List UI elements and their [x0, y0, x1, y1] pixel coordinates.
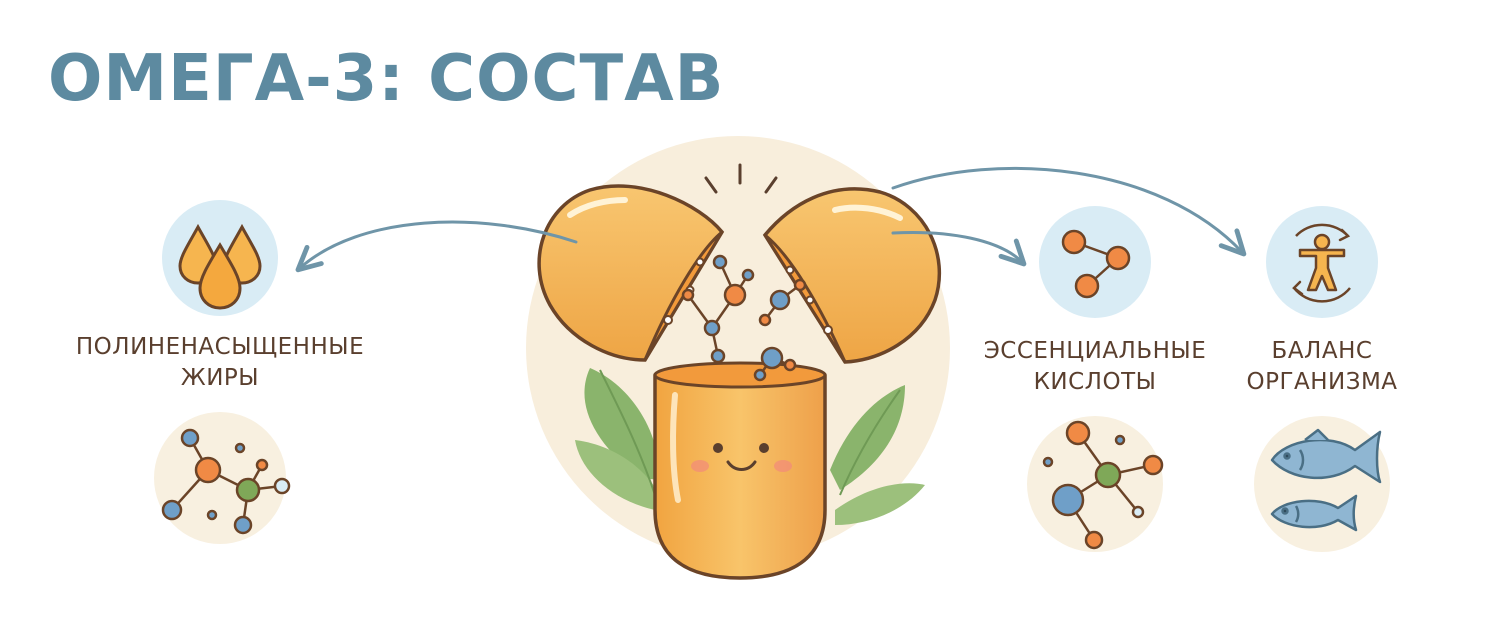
- oil-drops-icon: [162, 200, 278, 316]
- body-balance-icon: [1266, 206, 1378, 318]
- capsule-cup: [653, 361, 827, 580]
- fish-icon: [1254, 416, 1390, 552]
- label-balance-line2: ОРГАНИЗМА: [1246, 369, 1398, 395]
- eye-left: [713, 443, 723, 453]
- label-essential: ЭССЕНЦИАЛЬНЫЕ КИСЛОТЫ: [975, 336, 1215, 398]
- label-essential-line2: КИСЛОТЫ: [1033, 369, 1157, 395]
- arrow-to-essential: [891, 231, 1027, 267]
- label-essential-line1: ЭССЕНЦИАЛЬНЫЕ: [983, 338, 1207, 364]
- label-balance: БАЛАНС ОРГАНИЗМА: [1232, 336, 1412, 398]
- spilled-molecules: [681, 254, 807, 382]
- essential-molecule-bottom-icon: [1027, 416, 1164, 552]
- essential-molecule-icon: [1039, 206, 1151, 318]
- sparkle-lines: [704, 163, 778, 194]
- arrow-to-pufa: [295, 220, 578, 273]
- label-pufa-line1: ПОЛИНЕНАСЫЩЕННЫЕ: [75, 334, 365, 360]
- page-title: ОМЕГА-3: СОСТАВ: [48, 42, 725, 116]
- label-balance-line1: БАЛАНС: [1271, 338, 1373, 364]
- label-pufa: ПОЛИНЕНАСЫЩЕННЫЕ ЖИРЫ: [70, 332, 370, 394]
- arrow-to-balance: [891, 166, 1247, 257]
- leaves-decoration: [575, 368, 925, 525]
- eye-right: [759, 443, 769, 453]
- pufa-molecule-icon: [154, 412, 291, 544]
- arrows: [295, 166, 1247, 273]
- label-pufa-line2: ЖИРЫ: [180, 365, 260, 391]
- smile: [726, 460, 757, 471]
